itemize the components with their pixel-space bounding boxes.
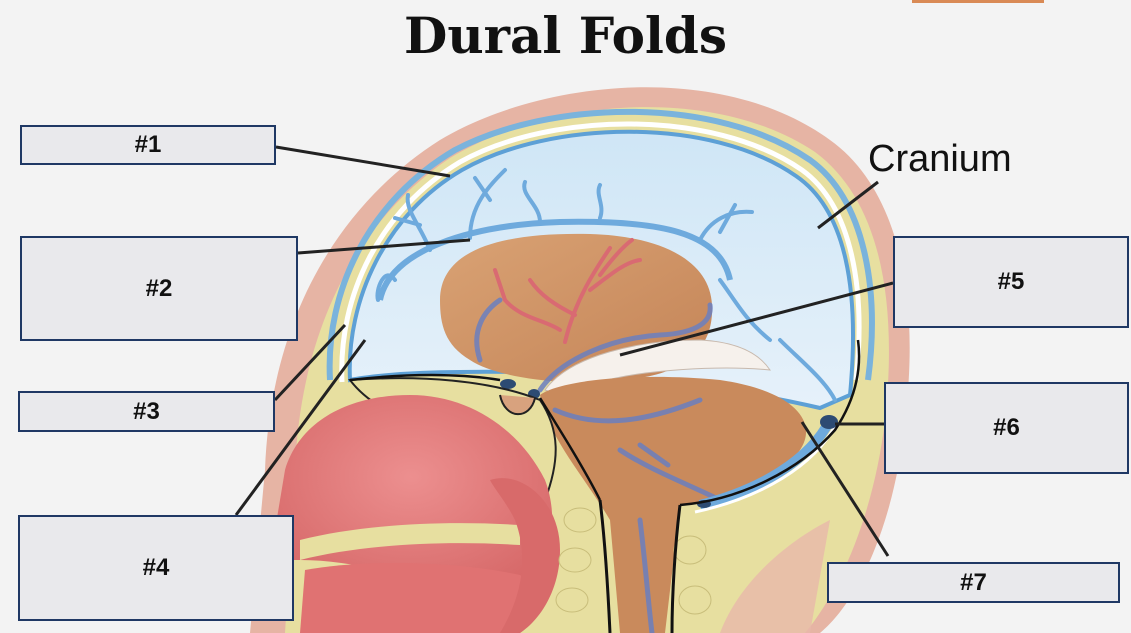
leader-lines [234, 145, 894, 557]
label-box-6[interactable]: #6 [884, 382, 1129, 474]
corner-accent-bar [912, 0, 1044, 3]
dura-base-outline [349, 373, 602, 501]
dura-posterior-outline [679, 339, 861, 507]
cranium-label: Cranium [868, 138, 1012, 180]
sella-turcica [499, 394, 536, 416]
cerebral-veins [474, 297, 723, 633]
transverse-sinus [820, 415, 838, 429]
arachnoid-line [339, 121, 862, 383]
label-box-4[interactable]: #4 [18, 515, 294, 621]
spinal-canal [598, 499, 682, 633]
outer-dura [326, 108, 875, 381]
tongue [300, 563, 537, 633]
label-box-1[interactable]: #1 [20, 125, 276, 165]
cervical-vertebrae [555, 507, 712, 615]
arteries [493, 238, 642, 344]
label-box-7[interactable]: #7 [827, 562, 1120, 603]
cerebellum-brainstem [540, 376, 807, 633]
sinus-small-1 [500, 379, 516, 389]
label-box-3[interactable]: #3 [18, 391, 275, 432]
hard-palate [300, 523, 520, 560]
diagram-title: Dural Folds [403, 6, 728, 65]
falx-cerebri [377, 218, 733, 301]
pharynx-curve [490, 478, 560, 633]
label-box-5[interactable]: #5 [893, 236, 1129, 328]
neck-tissue [720, 520, 830, 633]
label-box-2[interactable]: #2 [20, 236, 298, 341]
